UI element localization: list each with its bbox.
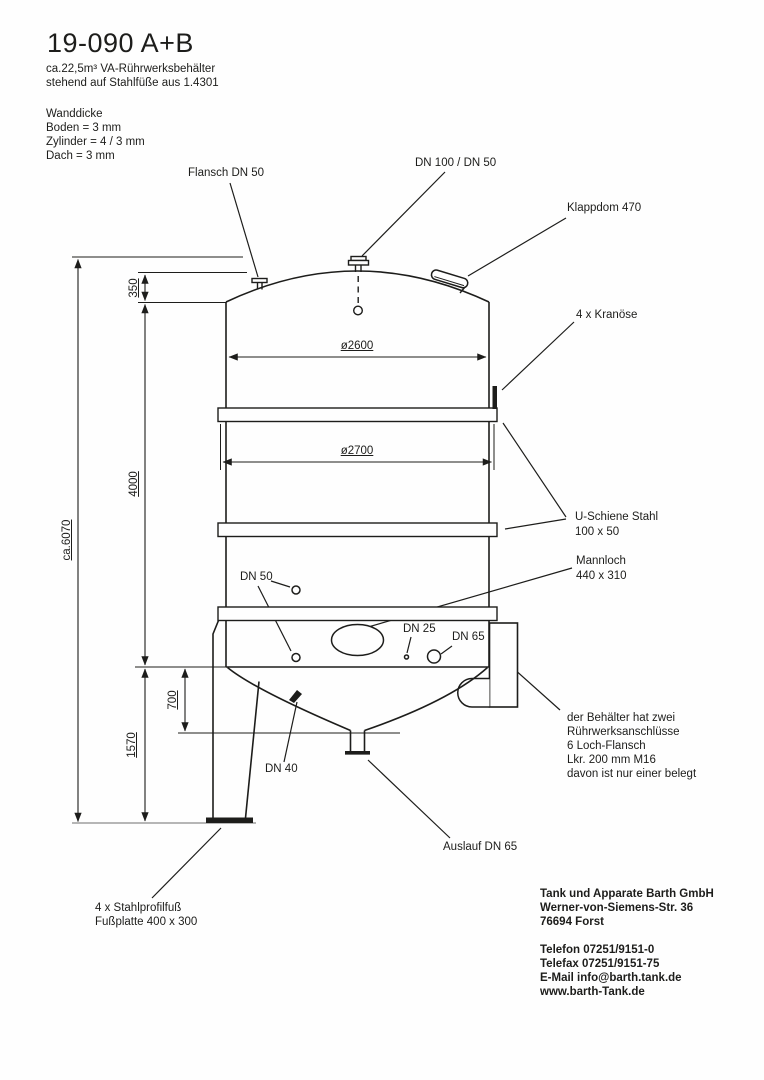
callout-u-schiene-1: U-Schiene Stahl xyxy=(575,511,659,523)
company-website: www.barth-Tank.de xyxy=(540,986,645,998)
agitator-note-line: Lkr. 200 mm M16 xyxy=(567,754,656,766)
extension-lines xyxy=(72,256,495,734)
callout-dn25: DN 25 xyxy=(403,623,436,635)
shell-nozzles xyxy=(291,585,442,664)
company-phone: Telefon 07251/9151-0 xyxy=(540,944,655,956)
nozzle-dn50-lower xyxy=(291,652,301,663)
agitator-note-line: 6 Loch-Flansch xyxy=(567,740,646,752)
nozzle-dn50-upper xyxy=(291,585,301,595)
drawing-subtitle-2: stehend auf Stahlfüße aus 1.4301 xyxy=(46,77,219,89)
company-city: 76694 Forst xyxy=(540,916,604,928)
wall-thickness-cylinder: Zylinder = 4 / 3 mm xyxy=(46,136,145,148)
dim-diameter-2700: ø2700 xyxy=(340,445,374,457)
agitator-note: der Behälter hat zwei Rührwerksanschlüss… xyxy=(567,711,696,781)
dim-diameter-2600: ø2600 xyxy=(340,340,374,352)
callout-mannloch-2: 440 x 310 xyxy=(576,570,627,582)
callout-kranoese: 4 x Kranöse xyxy=(576,309,638,321)
dome-nozzle-dn100 xyxy=(347,255,370,316)
callout-fuss-1: 4 x Stahlprofilfuß xyxy=(95,902,182,914)
klappdom-lid xyxy=(430,269,469,294)
nozzle-dn65 xyxy=(426,649,442,664)
agitator-stub xyxy=(457,677,490,708)
wall-thickness-roof: Dach = 3 mm xyxy=(46,150,115,162)
callout-dn40: DN 40 xyxy=(265,763,298,775)
tank-body xyxy=(225,270,490,668)
drawing-number: 19-090 A+B xyxy=(47,28,194,58)
tank-shell xyxy=(225,302,490,668)
u-schiene-bands xyxy=(217,407,498,622)
agitator-note-line: Rührwerksanschlüsse xyxy=(567,726,680,738)
company-address-block: Tank und Apparate Barth GmbH Werner-von-… xyxy=(540,887,714,999)
callout-klappdom: Klappdom 470 xyxy=(567,202,642,214)
dim-dome-350: 350 xyxy=(128,278,140,298)
company-email: E-Mail info@barth.tank.de xyxy=(540,972,682,984)
nozzle-dn25 xyxy=(403,654,410,660)
manhole-oval xyxy=(330,623,385,657)
crane-lug xyxy=(492,386,497,409)
tank-dome xyxy=(225,270,490,303)
dim-bottom-1570: 1570 xyxy=(126,732,138,758)
dimension-lines xyxy=(74,258,493,823)
company-name: Tank und Apparate Barth GmbH xyxy=(540,888,714,900)
callout-fuss-2: Fußplatte 400 x 300 xyxy=(95,916,198,928)
dim-cone-700: 700 xyxy=(167,690,179,710)
agitator-bracket xyxy=(488,622,519,708)
company-fax: Telefax 07251/9151-75 xyxy=(540,958,660,970)
agitator-note-line: davon ist nur einer belegt xyxy=(567,768,697,780)
callout-auslauf: Auslauf DN 65 xyxy=(443,841,518,853)
callout-dn100-dn50: DN 100 / DN 50 xyxy=(415,157,497,169)
wall-thickness-floor: Boden = 3 mm xyxy=(46,122,122,134)
dim-shell-4000: 4000 xyxy=(128,471,140,497)
dim-total-6070: ca.6070 xyxy=(61,519,73,561)
callout-dn50: DN 50 xyxy=(240,571,273,583)
nozzle-dn40 xyxy=(289,690,302,703)
left-leg xyxy=(212,620,260,819)
dome-nozzle-dn50 xyxy=(251,277,268,290)
leader-lines xyxy=(151,171,575,899)
wall-thickness-heading: Wanddicke xyxy=(46,108,103,120)
callout-flansch-dn50: Flansch DN 50 xyxy=(188,167,265,179)
drawing-subtitle-1: ca.22,5m³ VA-Rührwerksbehälter xyxy=(46,63,216,75)
agitator-note-line: der Behälter hat zwei xyxy=(567,712,676,724)
company-street: Werner-von-Siemens-Str. 36 xyxy=(540,902,694,914)
callout-dn65: DN 65 xyxy=(452,631,485,643)
callout-u-schiene-2: 100 x 50 xyxy=(575,526,620,538)
tank-cone xyxy=(226,666,489,752)
foot-plate xyxy=(206,817,253,823)
callout-mannloch-1: Mannloch xyxy=(576,555,626,567)
